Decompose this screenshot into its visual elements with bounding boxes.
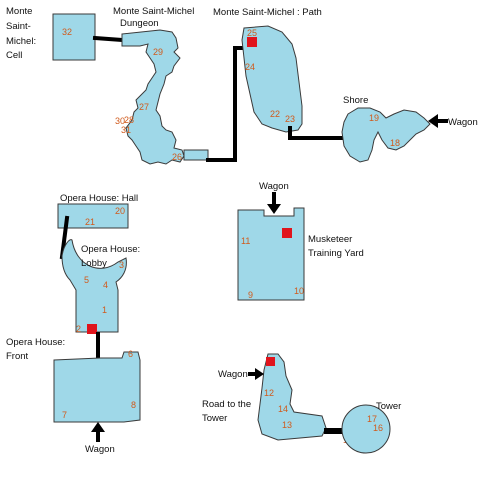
- room-number-29: 29: [153, 47, 163, 57]
- room-number-6: 6: [128, 349, 133, 359]
- save-point-marker: [266, 357, 275, 366]
- dungeon-area: [121, 29, 185, 165]
- room-number-1: 1: [102, 305, 107, 315]
- room-number-3: 3: [119, 260, 124, 270]
- room-number-22: 22: [270, 109, 280, 119]
- label-wagon-shore: Wagon: [448, 117, 478, 128]
- wagon-arrow-shore: [428, 114, 438, 128]
- room-number-27: 27: [139, 102, 149, 112]
- label-msm-cell-3: Michel:: [6, 36, 36, 47]
- label-musketeer-2: Training Yard: [308, 248, 364, 259]
- path-area: [241, 25, 303, 133]
- room-number-17: 17: [367, 414, 377, 424]
- room-number-31: 31: [121, 125, 131, 135]
- label-opera-front-2: Front: [6, 351, 29, 362]
- connector-dungeon-path: [206, 46, 249, 162]
- room-number-12: 12: [264, 388, 274, 398]
- label-musketeer-1: Musketeer: [308, 234, 352, 245]
- room-number-26: 26: [172, 152, 182, 162]
- opera-lobby-area: [61, 239, 127, 333]
- label-wagon-training: Wagon: [259, 181, 289, 192]
- room-number-7: 7: [62, 410, 67, 420]
- save-point-marker: [87, 324, 97, 334]
- cell-room: [52, 13, 96, 61]
- label-msm-path: Monte Saint-Michel : Path: [213, 7, 322, 18]
- room-number-28: 28: [124, 115, 134, 125]
- label-wagon-tower: Wagon: [218, 369, 248, 380]
- room-number-19: 19: [369, 113, 379, 123]
- connector-cell-dungeon: [92, 35, 125, 43]
- room-number-5: 5: [84, 275, 89, 285]
- label-tower: Tower: [376, 401, 401, 412]
- label-opera-lobby-2: Lobby: [81, 258, 107, 269]
- opera-hall-area: [57, 203, 129, 229]
- tower-area: [341, 404, 391, 454]
- label-shore: Shore: [343, 95, 368, 106]
- save-point-marker: [247, 37, 257, 47]
- label-opera-hall: Opera House: Hall: [60, 193, 138, 204]
- label-road-tower-1: Road to the: [202, 399, 251, 410]
- room-number-20: 20: [115, 206, 125, 216]
- road-tower-connector: [324, 428, 346, 434]
- dungeon-corridor: [183, 149, 209, 161]
- room-number-32: 32: [62, 27, 72, 37]
- wagon-arrow-training: [267, 204, 281, 214]
- room-number-8: 8: [131, 400, 136, 410]
- label-msm-cell-1: Monte: [6, 6, 32, 17]
- room-number-13: 13: [282, 420, 292, 430]
- room-number-9: 9: [248, 290, 253, 300]
- room-number-4: 4: [103, 280, 108, 290]
- room-number-23: 23: [285, 114, 295, 124]
- room-number-2: 2: [76, 324, 81, 334]
- label-road-tower-2: Tower: [202, 413, 227, 424]
- room-number-21: 21: [85, 217, 95, 227]
- room-number-30: 30: [115, 116, 125, 126]
- label-msm-dungeon-1: Monte Saint-Michel: [113, 6, 194, 17]
- room-number-18: 18: [390, 138, 400, 148]
- label-opera-front-1: Opera House:: [6, 337, 65, 348]
- label-wagon-opera: Wagon: [85, 444, 115, 455]
- label-msm-cell-4: Cell: [6, 50, 22, 61]
- room-number-10: 10: [294, 286, 304, 296]
- opera-front-area: [53, 351, 141, 423]
- room-number-16: 16: [373, 423, 383, 433]
- connector-path-shore: [288, 126, 350, 140]
- room-number-14: 14: [278, 404, 288, 414]
- shore-area: [341, 107, 431, 163]
- room-number-11: 11: [241, 236, 250, 246]
- wagon-arrow-tower: [255, 368, 264, 380]
- wagon-arrow-opera: [91, 422, 105, 432]
- label-opera-lobby-1: Opera House:: [81, 244, 140, 255]
- room-number-24: 24: [245, 62, 255, 72]
- label-msm-cell-2: Saint-: [6, 21, 31, 32]
- label-msm-dungeon-2: Dungeon: [120, 18, 159, 29]
- save-point-marker: [282, 228, 292, 238]
- room-number-25: 25: [247, 28, 257, 38]
